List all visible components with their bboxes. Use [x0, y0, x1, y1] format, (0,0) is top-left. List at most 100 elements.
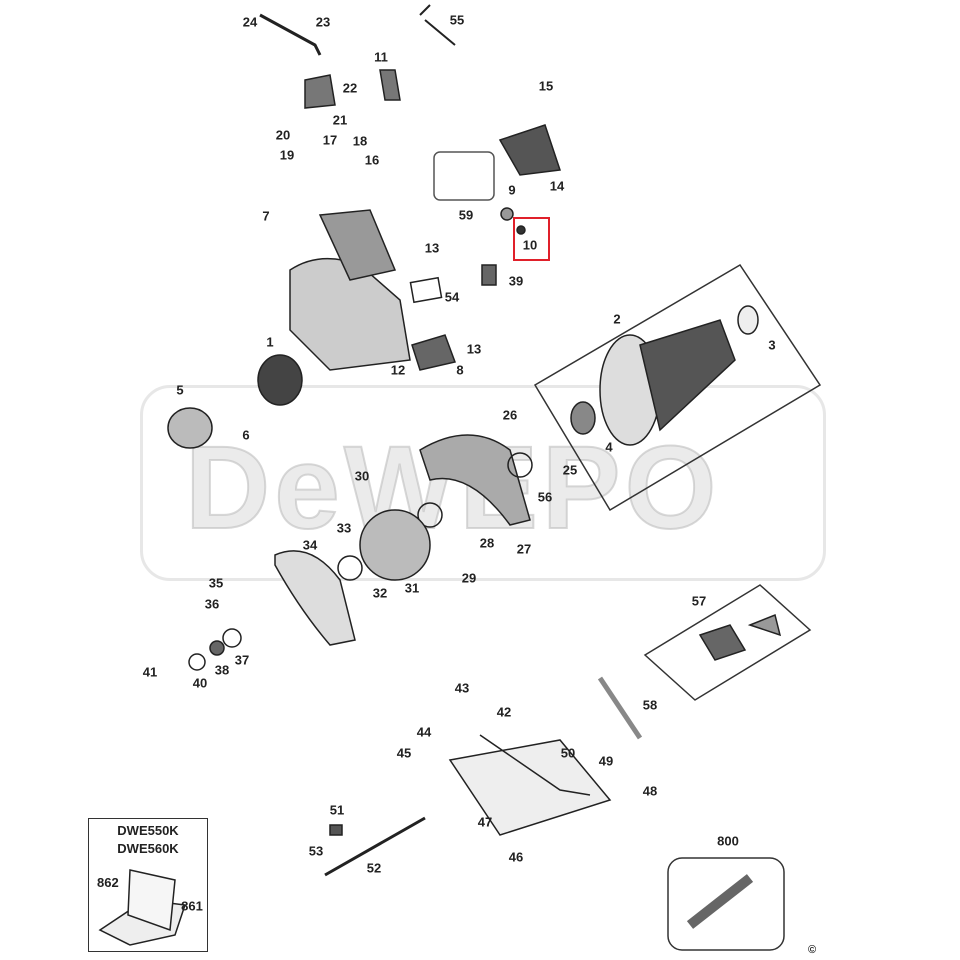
callout-34: 34	[302, 537, 318, 553]
copyright-mark: ©	[807, 944, 817, 956]
armature-group-frame	[533, 263, 822, 512]
highlight-box-part-10	[513, 217, 550, 261]
switch-part	[698, 624, 747, 661]
callout-17: 17	[322, 132, 338, 148]
callout-8: 8	[456, 362, 464, 378]
power-cable	[686, 874, 754, 929]
blade-guard	[419, 434, 531, 526]
callout-1: 1	[266, 334, 274, 350]
callout-3: 3	[768, 337, 776, 353]
callout-37: 37	[234, 652, 250, 668]
callout-23: 23	[315, 14, 331, 30]
callout-20: 20	[275, 127, 291, 143]
callout-26: 26	[502, 407, 518, 423]
callout-45: 45	[396, 745, 412, 761]
callout-44: 44	[416, 724, 432, 740]
callout-43: 43	[454, 680, 470, 696]
callout-18: 18	[352, 133, 368, 149]
callout-58: 58	[642, 697, 658, 713]
callout-7: 7	[262, 208, 270, 224]
callout-36: 36	[204, 596, 220, 612]
callout-13: 13	[424, 240, 440, 256]
kit-model-2: DWE560K	[117, 841, 179, 856]
part-10	[516, 225, 526, 235]
part-56	[507, 452, 533, 478]
lower-guard	[274, 550, 356, 646]
callout-35: 35	[208, 575, 224, 591]
part-51	[329, 824, 343, 836]
callout-19: 19	[279, 147, 295, 163]
callout-32: 32	[372, 585, 388, 601]
callout-11: 11	[374, 49, 388, 65]
callout-31: 31	[404, 580, 420, 596]
callout-16: 16	[364, 152, 380, 168]
watermark-frame	[140, 385, 826, 581]
callout-39: 39	[508, 273, 524, 289]
callout-4: 4	[605, 439, 613, 455]
callout-15: 15	[538, 78, 554, 94]
kit-case-lid	[127, 869, 176, 932]
callout-41: 41	[142, 664, 158, 680]
part-5	[167, 407, 213, 449]
part-55	[419, 4, 456, 46]
callout-28: 28	[479, 535, 495, 551]
callout-56: 56	[537, 489, 553, 505]
part-52	[324, 816, 426, 877]
callout-57: 57	[691, 593, 707, 609]
callout-13: 13	[466, 341, 482, 357]
part-11	[379, 69, 401, 101]
motor-housing	[257, 209, 411, 406]
part-54	[409, 276, 443, 304]
base-shoe	[448, 739, 612, 836]
depth-bracket	[479, 734, 591, 796]
part-9	[500, 207, 514, 221]
callout-48: 48	[642, 783, 658, 799]
part-40	[188, 653, 206, 671]
part-30	[417, 502, 443, 528]
callout-47: 47	[477, 814, 493, 830]
kit-box: DWE550K DWE560K 862	[88, 818, 208, 952]
callout-51: 51	[329, 802, 345, 818]
part-58	[597, 676, 643, 740]
callout-52: 52	[366, 860, 382, 876]
callout-29: 29	[461, 570, 477, 586]
callout-49: 49	[598, 753, 614, 769]
callout-54: 54	[444, 289, 460, 305]
callout-27: 27	[516, 541, 532, 557]
part-37	[222, 628, 242, 648]
callout-22: 22	[342, 80, 358, 96]
callout-9: 9	[508, 182, 516, 198]
part-8	[411, 334, 457, 371]
callout-2: 2	[613, 311, 621, 327]
callout-6: 6	[242, 427, 250, 443]
part-22	[304, 74, 336, 109]
part-14	[498, 124, 562, 176]
callout-59: 59	[458, 207, 474, 223]
cable-frame	[667, 857, 785, 951]
callout-12: 12	[390, 362, 406, 378]
kit-model-1: DWE550K	[117, 823, 179, 838]
switch-group-frame	[643, 584, 812, 701]
callout-30: 30	[354, 468, 370, 484]
callout-42: 42	[496, 704, 512, 720]
part-33	[337, 555, 363, 581]
callout-800: 800	[717, 833, 739, 849]
part-23	[259, 13, 322, 56]
callout-38: 38	[214, 662, 230, 678]
parts-59-frame	[433, 151, 495, 201]
callout-5: 5	[176, 382, 184, 398]
callout-21: 21	[332, 112, 348, 128]
callout-24: 24	[242, 14, 258, 30]
part-39	[481, 264, 497, 286]
callout-53: 53	[308, 843, 324, 859]
part-38	[209, 640, 225, 656]
callout-50: 50	[560, 745, 576, 761]
kit-part-862: 862	[97, 875, 119, 890]
callout-25: 25	[562, 462, 578, 478]
gearbox	[359, 509, 431, 581]
armature	[570, 305, 759, 446]
callout-46: 46	[508, 849, 524, 865]
callout-55: 55	[449, 12, 465, 28]
